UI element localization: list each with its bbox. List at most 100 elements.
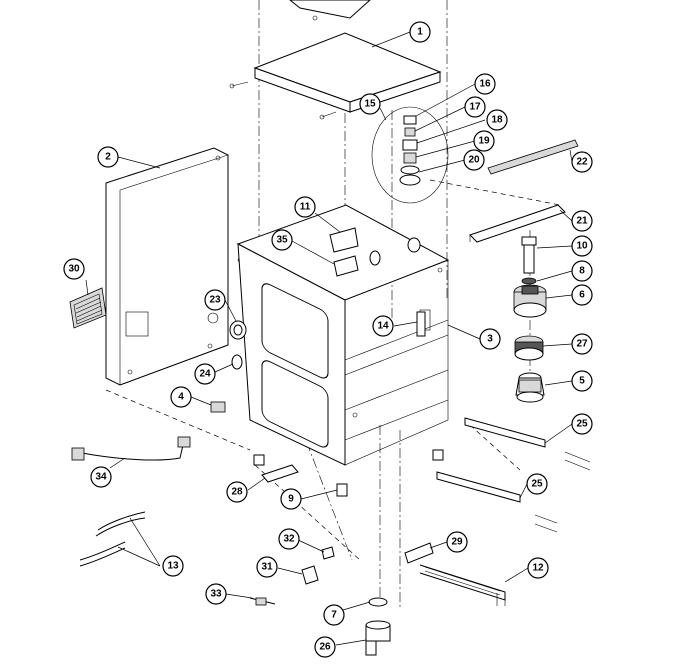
part-label-8: 8 [571,260,593,282]
part-label-1: 1 [409,21,431,43]
svg-text:4: 4 [178,392,184,403]
part-label-17: 17 [464,96,486,118]
part-label-16: 16 [474,73,496,95]
part-label-30: 30 [63,258,85,280]
svg-text:26: 26 [319,642,331,653]
svg-text:34: 34 [95,472,107,483]
svg-text:12: 12 [532,563,544,574]
svg-text:8: 8 [579,266,585,277]
rail-part-25-lower [436,471,558,533]
svg-text:15: 15 [364,99,376,110]
part-label-2: 2 [97,146,119,168]
valve-assembly-part-15 [369,106,449,266]
svg-text:17: 17 [469,102,481,113]
cap-part-6 [513,284,547,318]
svg-text:24: 24 [199,369,211,380]
svg-text:25: 25 [576,419,588,430]
svg-text:35: 35 [276,235,288,246]
part-label-9: 9 [280,488,302,510]
part-label-10: 10 [571,235,593,257]
bracket-part-28 [261,464,299,483]
vent-grille-part-30 [69,287,107,329]
svg-text:33: 33 [210,589,222,600]
svg-text:3: 3 [487,334,493,345]
bracket-part-11 [329,227,359,253]
heater-cover-part-29 [404,542,434,564]
svg-text:29: 29 [451,537,463,548]
part-label-3: 3 [479,328,501,350]
svg-text:13: 13 [167,561,179,572]
svg-text:28: 28 [231,487,243,498]
clip-part-32 [321,546,335,560]
svg-text:31: 31 [261,562,273,573]
part-label-6: 6 [571,284,593,306]
leader-lines [85,31,573,646]
sensor-part-33 [249,597,276,606]
heater-element-part-12 [419,564,506,606]
part-label-20: 20 [463,149,485,171]
cables-part-13 [79,511,146,567]
svg-text:14: 14 [377,321,389,332]
part-label-34: 34 [90,466,112,488]
side-panel-part-2 [105,147,243,386]
svg-text:20: 20 [468,155,480,166]
part-label-31: 31 [256,556,278,578]
main-frame-part-3 [236,204,450,466]
part-label-11: 11 [294,196,316,218]
seal-part-27 [514,335,544,361]
foot-right [432,449,444,461]
svg-text:32: 32 [283,534,295,545]
part-label-5: 5 [571,370,593,392]
svg-text:19: 19 [478,136,490,147]
drain-part-26 [365,620,391,656]
fitting-part-24 [231,354,243,370]
svg-text:27: 27 [576,339,588,350]
part-label-23: 23 [204,289,226,311]
svg-text:16: 16 [479,79,491,90]
part-label-7: 7 [323,604,345,626]
filter-part-10 [521,236,537,274]
svg-text:21: 21 [576,216,588,227]
o-ring-part-8 [521,277,537,285]
top-cover-part-1 [229,0,442,120]
gasket-part-7 [368,597,388,607]
part-label-28: 28 [226,481,248,503]
svg-text:11: 11 [300,202,311,213]
part-label-14: 14 [372,315,394,337]
part-label-19: 19 [473,130,495,152]
clip-part-31 [301,565,319,585]
plate-part-35 [333,255,359,277]
part-label-15: 15 [359,93,381,115]
part-label-22: 22 [571,151,593,173]
part-label-13: 13 [162,555,184,577]
svg-text:7: 7 [331,610,337,621]
bar-part-22 [487,139,579,175]
part-label-32: 32 [278,528,300,550]
rail-part-25-upper [464,417,591,471]
svg-text:9: 9 [288,494,294,505]
svg-text:23: 23 [209,295,221,306]
fitting-part-23 [229,320,247,340]
svg-text:25: 25 [531,479,543,490]
part-label-12: 12 [527,557,549,579]
hose-part-34 [71,436,191,461]
foot-part-9 [336,483,348,497]
part-label-24: 24 [194,363,216,385]
svg-text:30: 30 [68,264,80,275]
part-label-33: 33 [205,583,227,605]
part-label-21: 21 [571,210,593,232]
part-label-18: 18 [486,109,508,131]
foot-left [253,454,265,466]
bracket-part-14 [416,311,426,337]
part-label-25-lower: 25 [526,473,548,495]
clip-part-4 [210,401,226,413]
svg-text:2: 2 [105,152,111,163]
housing-part-5 [515,372,545,403]
rail-part-21 [469,204,566,243]
svg-text:6: 6 [579,290,585,301]
svg-text:10: 10 [576,241,588,252]
svg-text:22: 22 [576,157,588,168]
part-label-25-upper: 25 [571,413,593,435]
part-label-4: 4 [170,386,192,408]
